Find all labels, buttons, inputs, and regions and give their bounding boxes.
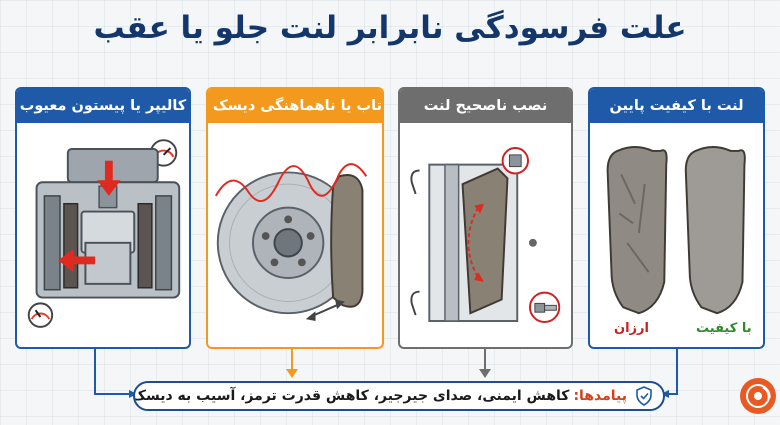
cheap-pad-label: ارزان [614,321,649,336]
install-illustration [410,147,561,323]
page-title: علت فرسودگی نابرابر لنت جلو یا عقب [93,10,687,46]
consequences-text: کاهش ایمنی، صدای جیرجیر، کاهش قدرت ترمز،… [133,388,570,404]
pads-illustration [606,146,746,315]
connector-quality [665,349,678,395]
consequences-bar: پیامدها: کاهش ایمنی، صدای جیرجیر، کاهش ق… [133,381,665,411]
connector-rotor-arrowhead [286,369,298,378]
connector-install-arrowhead [479,369,491,378]
panel-rotor-header: تاب یا ناهماهنگی دیسک ترمز [208,89,382,123]
brake-logo-icon [740,378,776,414]
consequences-label: پیامدها: [573,388,627,404]
panel-caliper-header: کالیپر یا پیستون معیوب [17,89,189,123]
arrow-down-icon [97,160,121,196]
bolt-icon [528,291,561,323]
panel-quality-header: لنت با کیفیت پایین [590,89,763,123]
arrow-left-icon [58,248,96,273]
panel-quality: لنت با کیفیت پایین ارزان با کیفیت [588,87,765,349]
quality-pad-label: با کیفیت [696,321,752,336]
connector-quality-arrowhead [661,390,669,398]
gauge-icon [27,302,54,328]
rotor-illustration [214,163,368,322]
panel-rotor: تاب یا ناهماهنگی دیسک ترمز [206,87,384,349]
caliper-illustration [27,139,181,328]
panel-caliper: کالیپر یا پیستون معیوب [15,87,191,349]
connector-caliper [94,349,133,395]
panel-install: نصب ناصحیح لنت [398,87,573,349]
panel-install-header: نصب ناصحیح لنت [400,89,571,123]
quality-pad [684,146,746,315]
hand-shield-icon [636,386,652,406]
cheap-pad [606,146,668,315]
